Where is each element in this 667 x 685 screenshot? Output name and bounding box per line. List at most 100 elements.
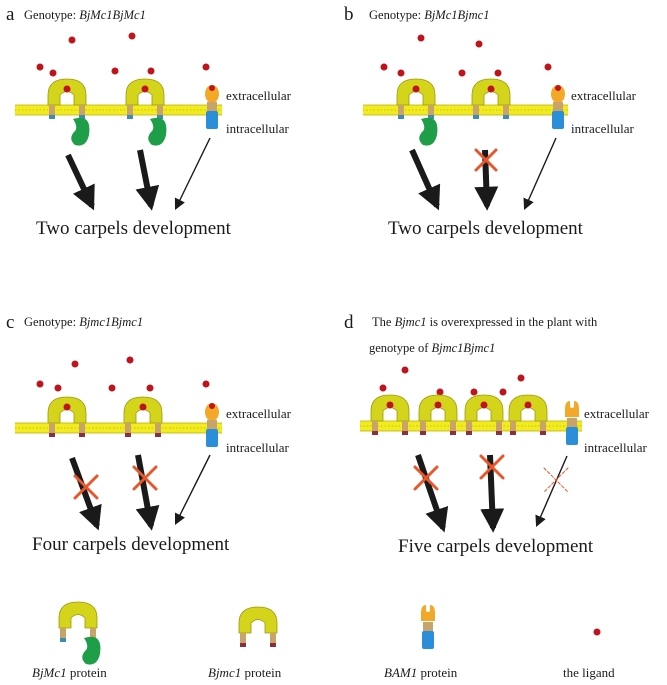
panel-b-bjmc1-receptor (471, 78, 511, 119)
block-stroke (543, 467, 569, 493)
receptor-tip (540, 431, 546, 435)
panel-d-free-ligand (436, 388, 444, 396)
bam1-intracellular-domain (206, 429, 218, 447)
bam1-extracellular-domain (205, 85, 219, 103)
legend-bjmc1-lower-receptor (238, 606, 278, 647)
panel-b-intracellular-label: intracellular (571, 121, 634, 136)
bjmc1-intracellular-domain (71, 117, 90, 146)
panel-d-bjmc1-receptor (370, 394, 410, 435)
panel-d-faint-block-mark (543, 467, 569, 493)
receptor-foot (157, 105, 163, 115)
block-stroke (413, 465, 439, 491)
panel-b-free-ligand (494, 69, 502, 77)
panel-d-line2: genotype of Bjmc1Bjmc1 (369, 341, 495, 355)
bound-ligand (480, 401, 488, 409)
bound-ligand (63, 403, 71, 411)
bound-ligand (412, 85, 420, 93)
bam1-transmembrane (207, 102, 217, 111)
panel-a-bam1-arrow (174, 137, 211, 211)
panel-c-letter: c (6, 312, 14, 333)
receptor-foot (155, 423, 161, 433)
receptor-tip (60, 638, 66, 642)
receptor-tip (270, 643, 276, 647)
panel-a-green-subunit (148, 117, 167, 146)
bjmc1-intracellular-domain (148, 117, 167, 146)
legend-bam1-label: BAM1 protein (384, 665, 458, 680)
bam1-intracellular-domain (422, 631, 434, 649)
receptor-tip (49, 433, 55, 437)
panel-b-green-subunit (419, 117, 438, 146)
receptor-foot (503, 105, 509, 115)
receptor-foot (60, 628, 66, 638)
panel-c-free-ligand (71, 360, 79, 368)
panel-a-bam1 (205, 85, 219, 129)
panel-a-free-ligand (36, 63, 44, 71)
panel-d: d The Bjmc1 is overexpressed in the plan… (344, 312, 650, 557)
bam1-intracellular-domain (566, 427, 578, 445)
receptor-foot (473, 105, 479, 115)
bound-ligand (555, 85, 561, 91)
legend-ligand-dot (593, 628, 601, 636)
panel-d-bjmc1-receptor (508, 394, 548, 435)
panel-a-free-ligand (68, 36, 76, 44)
panel-d-line1: The Bjmc1 is overexpressed in the plant … (372, 315, 598, 329)
receptor-foot (420, 421, 426, 431)
legend: BjMc1 protein Bjmc1 protein BAM1 protein… (32, 665, 615, 680)
panel-c-free-ligand (202, 380, 210, 388)
bam1-transmembrane (207, 420, 217, 429)
membrane-band (15, 105, 222, 115)
panel-a-free-ligand (147, 67, 155, 75)
receptor-tip (503, 115, 509, 119)
panel-c-signal-arrow (69, 456, 102, 531)
panel-d-intracellular-label: intracellular (584, 440, 647, 455)
panel-c-result: Four carpels development (32, 534, 230, 555)
panel-b-bam1 (551, 85, 565, 129)
panel-b-block-mark (474, 148, 498, 172)
receptor-foot (240, 633, 246, 643)
receptor-foot (90, 628, 96, 638)
panel-d-bam1 (565, 401, 579, 445)
panel-c-intracellular-label: intracellular (226, 440, 289, 455)
panel-d-result: Five carpels development (398, 536, 594, 557)
panel-b-letter: b (344, 4, 354, 25)
panel-a-genotype-label: Genotype: BjMc1BjMc1 (24, 8, 146, 22)
panel-c-genotype-label: Genotype: Bjmc1Bjmc1 (24, 315, 143, 329)
bam1-transmembrane (553, 102, 563, 111)
panel-d-extracellular-label: extracellular (584, 406, 650, 421)
block-stroke (132, 465, 158, 491)
panel-c-free-ligand (36, 380, 44, 388)
panel-b-genotype-label: Genotype: BjMc1Bjmc1 (369, 8, 489, 22)
panel-a-bjmc1-receptor (125, 78, 165, 119)
panel-d-block-mark (479, 454, 505, 480)
panel-a-result: Two carpels development (36, 218, 232, 239)
panel-c-free-ligand (146, 384, 154, 392)
panel-d-free-ligand (517, 374, 525, 382)
panel-d-free-ligand (401, 366, 409, 374)
bound-ligand (524, 401, 532, 409)
panel-c-free-ligand (54, 384, 62, 392)
panel-b-membrane (363, 104, 568, 116)
receptor-tip (372, 431, 378, 435)
panel-a-signal-arrow (135, 149, 160, 211)
panel-d-free-ligand (499, 388, 507, 396)
panel-b-bam1-arrow (523, 137, 557, 211)
receptor-foot (49, 423, 55, 433)
receptor-tip (420, 431, 426, 435)
panel-c-bam1 (205, 403, 219, 447)
panel-a-free-ligand (49, 69, 57, 77)
legend-bjmc1-upper-green-subunit (82, 636, 101, 665)
bam1-extracellular-domain (205, 403, 219, 421)
bound-ligand (63, 85, 71, 93)
panel-a-green-subunit (71, 117, 90, 146)
receptor-foot (79, 423, 85, 433)
receptor-tip (428, 115, 434, 119)
receptor-foot (127, 105, 133, 115)
panel-b-free-ligand (397, 69, 405, 77)
bound-ligand (209, 403, 215, 409)
receptor-foot (466, 421, 472, 431)
panel-c-block-mark (73, 474, 99, 500)
panel-d-bjmc1-receptor (464, 394, 504, 435)
receptor-foot (125, 423, 131, 433)
panel-a-extracellular-label: extracellular (226, 88, 292, 103)
panel-b: b Genotype: BjMc1Bjmc1 extracellular int… (344, 4, 637, 239)
